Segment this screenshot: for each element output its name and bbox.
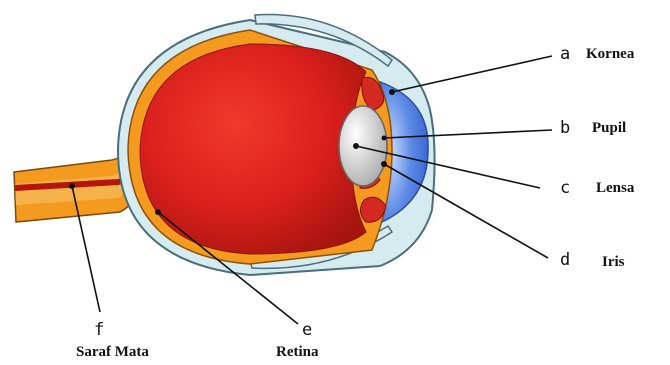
label-f-letter: f [94,320,104,340]
label-d-letter: d [560,250,570,270]
label-e-name: Retina [276,344,319,361]
dot-d [381,161,387,167]
dot-a [389,89,395,95]
label-a-name: Kornea [586,46,634,63]
label-d-name: Iris [602,254,625,271]
label-b-letter: b [560,118,570,138]
vitreous-body [140,44,366,254]
lens [339,106,387,186]
dot-e [155,209,161,215]
label-c-name: Lensa [596,180,634,197]
label-f-name: Saraf Mata [76,344,149,361]
label-e-letter: e [302,320,312,340]
dot-b [382,136,387,141]
label-a-letter: a [560,44,570,64]
label-c-letter: c [560,178,570,198]
dot-f [69,183,75,189]
leader-a [392,56,552,92]
label-b-name: Pupil [592,120,626,137]
dot-c [353,143,359,149]
